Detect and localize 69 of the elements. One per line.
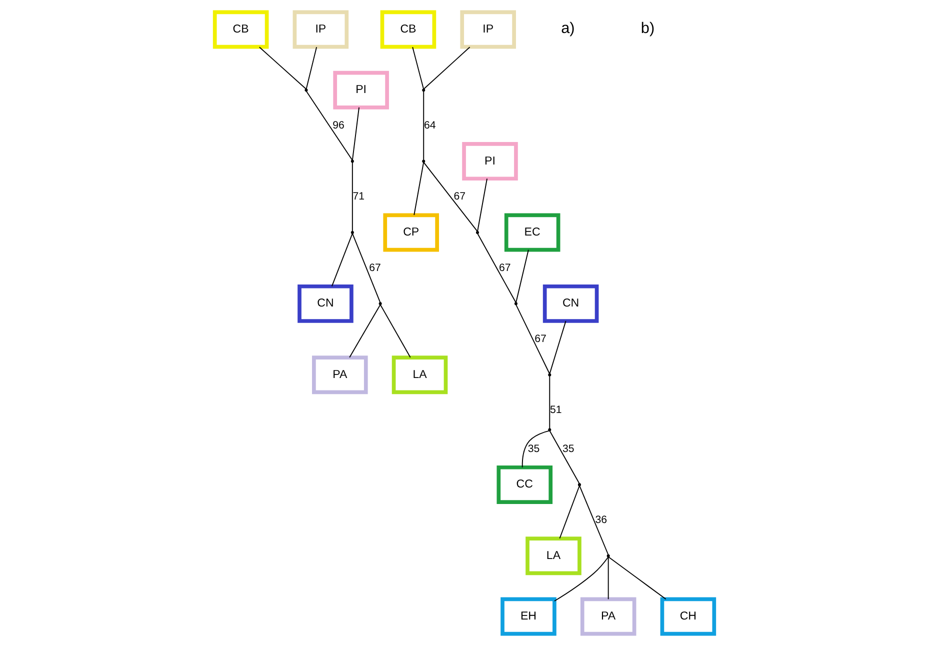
connector — [515, 304, 550, 374]
connector — [348, 304, 380, 358]
node-point — [422, 88, 425, 92]
connector — [558, 485, 580, 539]
node-box: CN — [542, 284, 598, 323]
edge-label: 67 — [498, 262, 510, 274]
label: b) — [640, 20, 654, 38]
node-point — [378, 302, 382, 306]
node-box: CN — [297, 284, 353, 323]
node-point — [548, 373, 551, 376]
node-box: CC — [496, 465, 552, 504]
node-box: PA — [312, 356, 368, 394]
node-point — [548, 428, 551, 432]
connector — [548, 376, 550, 430]
node-box: CP — [382, 213, 438, 252]
node-point — [304, 88, 308, 92]
connector — [412, 46, 424, 90]
connector — [476, 233, 516, 304]
connector — [413, 162, 424, 216]
node-box: IP — [292, 10, 348, 49]
connector — [330, 233, 352, 287]
connector — [521, 430, 550, 468]
node-box: PA — [580, 597, 636, 636]
edge-label: 96 — [332, 119, 344, 132]
edge-label: 71 — [352, 190, 364, 203]
connector — [578, 485, 608, 556]
connector — [515, 249, 528, 304]
edge-label: 67 — [368, 262, 380, 274]
node-point — [606, 554, 610, 558]
connector — [305, 46, 317, 90]
edge-label: 64 — [423, 119, 436, 132]
label: a) — [560, 20, 574, 38]
edge-label: 35 — [527, 442, 540, 455]
connector — [607, 556, 608, 600]
node-point — [514, 302, 517, 306]
node-point — [577, 483, 580, 486]
node-box: LA — [391, 356, 448, 394]
edge-label: 67 — [453, 190, 466, 203]
connector — [422, 162, 478, 232]
edge-label: 35 — [562, 442, 574, 455]
node-point — [350, 230, 354, 234]
connector — [554, 556, 608, 602]
connector — [258, 46, 306, 90]
connector — [305, 90, 352, 161]
node-box: CH — [660, 597, 716, 636]
connector — [548, 430, 580, 484]
connector — [422, 46, 470, 90]
node-point — [422, 160, 425, 163]
edge-label: 36 — [594, 514, 606, 526]
edge-label: 67 — [534, 332, 546, 345]
node-box: EH — [500, 597, 556, 636]
node-box: EC — [504, 213, 560, 252]
connector — [548, 320, 566, 374]
node-box: PI — [462, 142, 518, 181]
node-point — [475, 230, 478, 234]
connector — [476, 178, 487, 232]
connector — [422, 90, 424, 161]
connector — [351, 162, 352, 232]
node-point — [350, 160, 354, 163]
node-box: PI — [332, 70, 388, 110]
connector — [379, 304, 410, 358]
node-box: IP — [460, 10, 516, 49]
connector — [608, 556, 666, 600]
edge-label: 51 — [550, 404, 562, 416]
node-box: CB — [380, 10, 436, 49]
connector — [352, 233, 380, 304]
node-box: LA — [525, 536, 581, 576]
node-box: CB — [212, 10, 268, 49]
connector — [351, 107, 359, 161]
